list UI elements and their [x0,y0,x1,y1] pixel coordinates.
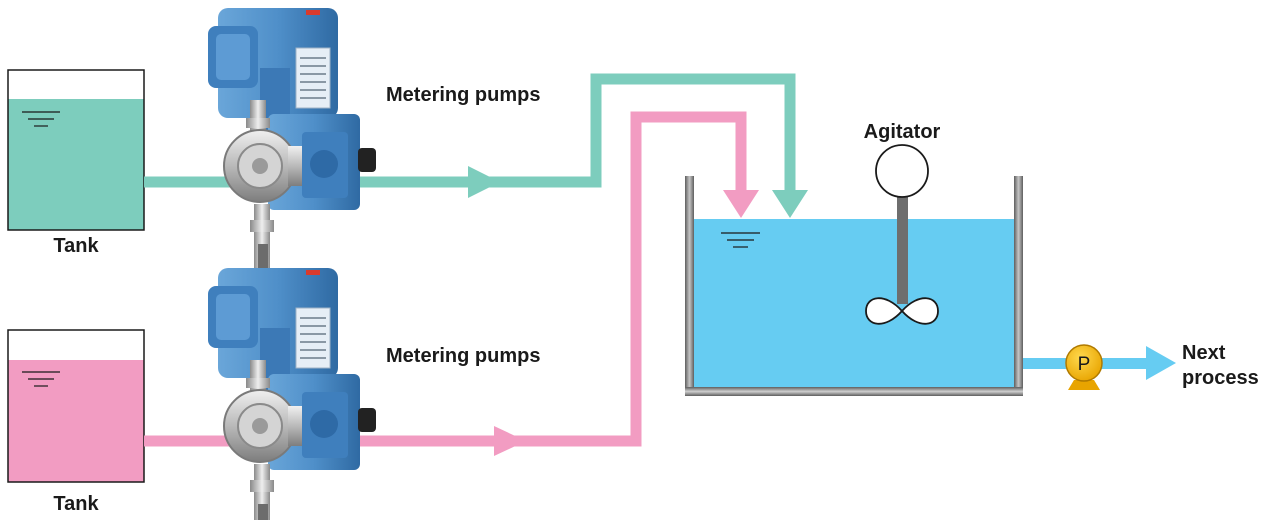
mixing-vessel [685,176,1023,396]
liquid-level-icon [721,232,760,248]
pink-feed-line [144,111,747,447]
next-process-label-line2: process [1182,367,1259,389]
pink-discharge-arrow [723,190,759,218]
metering-pumps-bottom-label: Metering pumps [386,345,540,367]
green-feed-line [144,73,796,196]
liquid-level-icon [22,371,60,387]
agitator-motor-icon [875,144,929,198]
transfer-pump-symbol: P [1078,354,1091,375]
metering-pump-icon [207,7,377,275]
next-process-label-line1: Next [1182,342,1226,364]
agitator [865,144,939,325]
agitator-label: Agitator [864,121,941,143]
metering-pump-icon [207,267,377,520]
tank-top-label: Tank [53,235,99,257]
impeller-icon [865,297,939,325]
transfer-pump-icon: P [1065,344,1103,390]
pink-flow-arrow [494,426,526,456]
green-discharge-arrow [772,190,808,218]
liquid-level-icon [22,111,60,127]
tank-bottom-label: Tank [53,493,99,515]
tank-top [7,69,145,231]
tank-bottom [7,329,145,483]
green-flow-arrow [468,166,500,198]
metering-pumps-top-label: Metering pumps [386,84,540,106]
